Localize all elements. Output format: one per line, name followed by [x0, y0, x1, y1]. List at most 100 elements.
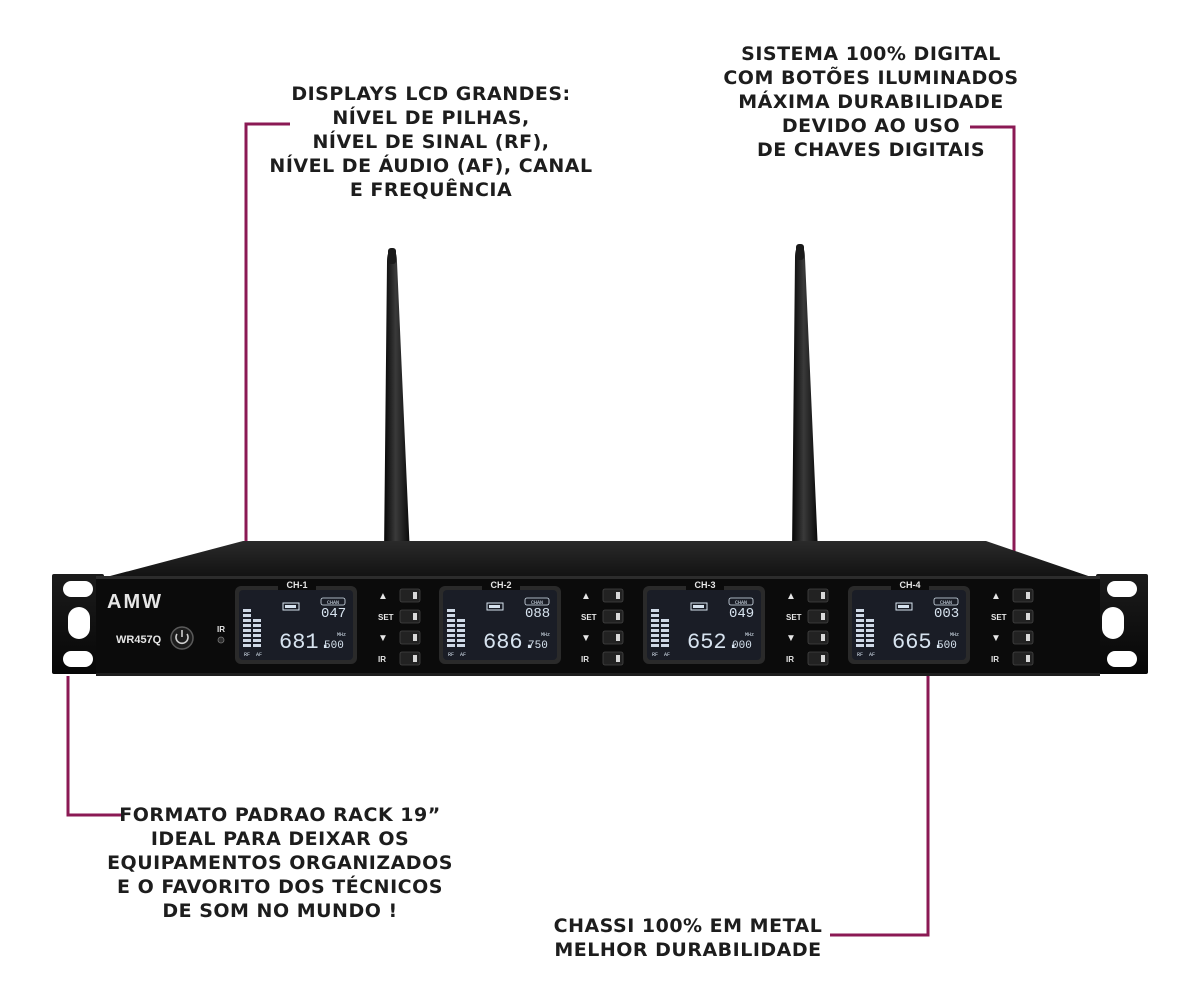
set-button[interactable]: SET: [378, 609, 421, 624]
callout-line: IDEAL PARA DEIXAR OS: [150, 828, 410, 850]
set-button[interactable]: SET: [786, 609, 829, 624]
callout-line: COM BOTÕES ILUMINADOS: [723, 67, 1019, 89]
af-tag: AF: [256, 652, 262, 658]
frequency-decimal: 000: [732, 640, 752, 652]
lcd-display: [852, 590, 966, 660]
brand-logo: AMW: [107, 591, 163, 613]
callout-line: NÍVEL DE SINAL (RF),: [312, 131, 550, 153]
channel-number: 003: [934, 606, 959, 622]
mhz-tag: MHz: [337, 632, 346, 638]
up-label: ▲: [786, 591, 796, 602]
callout-rack: FORMATO PADRAO RACK 19” IDEAL PARA DEIXA…: [100, 803, 460, 923]
channel-1-buttons: ▲ SET ▼ IR: [378, 588, 421, 666]
chan-tag: CHAN: [327, 600, 339, 606]
set-label: SET: [378, 613, 394, 622]
ir-label: IR: [217, 625, 225, 634]
callout-line: NÍVEL DE PILHAS,: [332, 107, 530, 129]
ir-button[interactable]: IR: [786, 651, 829, 666]
callout-line: MÁXIMA DURABILIDADE: [738, 91, 1004, 113]
ir-button[interactable]: IR: [581, 651, 624, 666]
ir-label: IR: [581, 655, 589, 664]
battery-icon: [690, 602, 708, 611]
callout-line: EQUIPAMENTOS ORGANIZADOS: [107, 852, 453, 874]
ir-button[interactable]: IR: [378, 651, 421, 666]
ir-label: IR: [786, 655, 794, 664]
lcd-display: [443, 590, 557, 660]
rf-tag: RF: [652, 652, 658, 658]
frequency-main: 681.: [279, 630, 332, 655]
down-label: ▼: [581, 633, 591, 644]
up-button[interactable]: ▲: [991, 588, 1034, 603]
down-button[interactable]: ▼: [991, 630, 1034, 645]
callout-digital: SISTEMA 100% DIGITAL COM BOTÕES ILUMINAD…: [706, 42, 1036, 162]
af-tag: AF: [664, 652, 670, 658]
callout-line: DEVIDO AO USO: [781, 115, 961, 137]
callout-line: DISPLAYS LCD GRANDES:: [291, 83, 571, 105]
set-label: SET: [991, 613, 1007, 622]
set-label: SET: [786, 613, 802, 622]
channel-label: CH-4: [899, 580, 920, 590]
chan-tag: CHAN: [531, 600, 543, 606]
up-button[interactable]: ▲: [378, 588, 421, 603]
rf-tag: RF: [857, 652, 863, 658]
frequency-main: 686.: [483, 630, 536, 655]
up-button[interactable]: ▲: [786, 588, 829, 603]
mhz-tag: MHz: [950, 632, 959, 638]
frequency-decimal: 500: [324, 640, 344, 652]
model-label: WR457Q: [116, 634, 162, 646]
down-label: ▼: [786, 633, 796, 644]
displays-leader: [244, 122, 290, 592]
frequency-main: 665.: [892, 630, 945, 655]
ir-button[interactable]: IR: [991, 651, 1034, 666]
channel-label: CH-1: [286, 580, 307, 590]
callout-line: DE CHAVES DIGITAIS: [756, 139, 986, 161]
lcd-display: [647, 590, 761, 660]
mhz-tag: MHz: [745, 632, 754, 638]
down-button[interactable]: ▼: [786, 630, 829, 645]
up-button[interactable]: ▲: [581, 588, 624, 603]
frequency-main: 652.: [687, 630, 740, 655]
ir-label: IR: [991, 655, 999, 664]
channel-number: 088: [525, 606, 550, 622]
down-button[interactable]: ▼: [581, 630, 624, 645]
channel-4-buttons: ▲ SET ▼ IR: [991, 588, 1034, 666]
battery-icon: [282, 602, 300, 611]
chan-tag: CHAN: [940, 600, 952, 606]
battery-icon: [486, 602, 504, 611]
channel-label: CH-2: [490, 580, 511, 590]
callout-line: SISTEMA 100% DIGITAL: [741, 43, 1001, 65]
frequency-decimal: 750: [528, 640, 548, 652]
up-label: ▲: [991, 591, 1001, 602]
callout-line: E FREQUÊNCIA: [349, 179, 513, 201]
down-label: ▼: [991, 633, 1001, 644]
callout-line: NÍVEL DE ÁUDIO (AF), CANAL: [269, 155, 593, 177]
channel-3-buttons: ▲ SET ▼ IR: [786, 588, 829, 666]
down-button[interactable]: ▼: [378, 630, 421, 645]
rf-tag: RF: [448, 652, 454, 658]
up-label: ▲: [378, 591, 388, 602]
channel-2-buttons: ▲ SET ▼ IR: [581, 588, 624, 666]
callout-line: FORMATO PADRAO RACK 19”: [119, 804, 441, 826]
callout-metal: CHASSI 100% EM METAL MELHOR DURABILIDADE: [540, 914, 836, 962]
up-label: ▲: [581, 591, 591, 602]
set-label: SET: [581, 613, 597, 622]
down-label: ▼: [378, 633, 388, 644]
callout-line: CHASSI 100% EM METAL: [553, 915, 823, 937]
set-button[interactable]: SET: [581, 609, 624, 624]
callout-displays: DISPLAYS LCD GRANDES: NÍVEL DE PILHAS, N…: [256, 82, 606, 202]
battery-icon: [895, 602, 913, 611]
power-button: [170, 626, 194, 650]
left-antenna: [384, 248, 410, 555]
af-tag: AF: [460, 652, 466, 658]
digital-leader: [970, 125, 1016, 592]
right-antenna: [792, 244, 818, 552]
callout-line: E O FAVORITO DOS TÉCNICOS: [117, 876, 443, 898]
channel-number: 047: [321, 606, 346, 622]
set-button[interactable]: SET: [991, 609, 1034, 624]
ir-label: IR: [378, 655, 386, 664]
rack-leader: [66, 676, 122, 817]
